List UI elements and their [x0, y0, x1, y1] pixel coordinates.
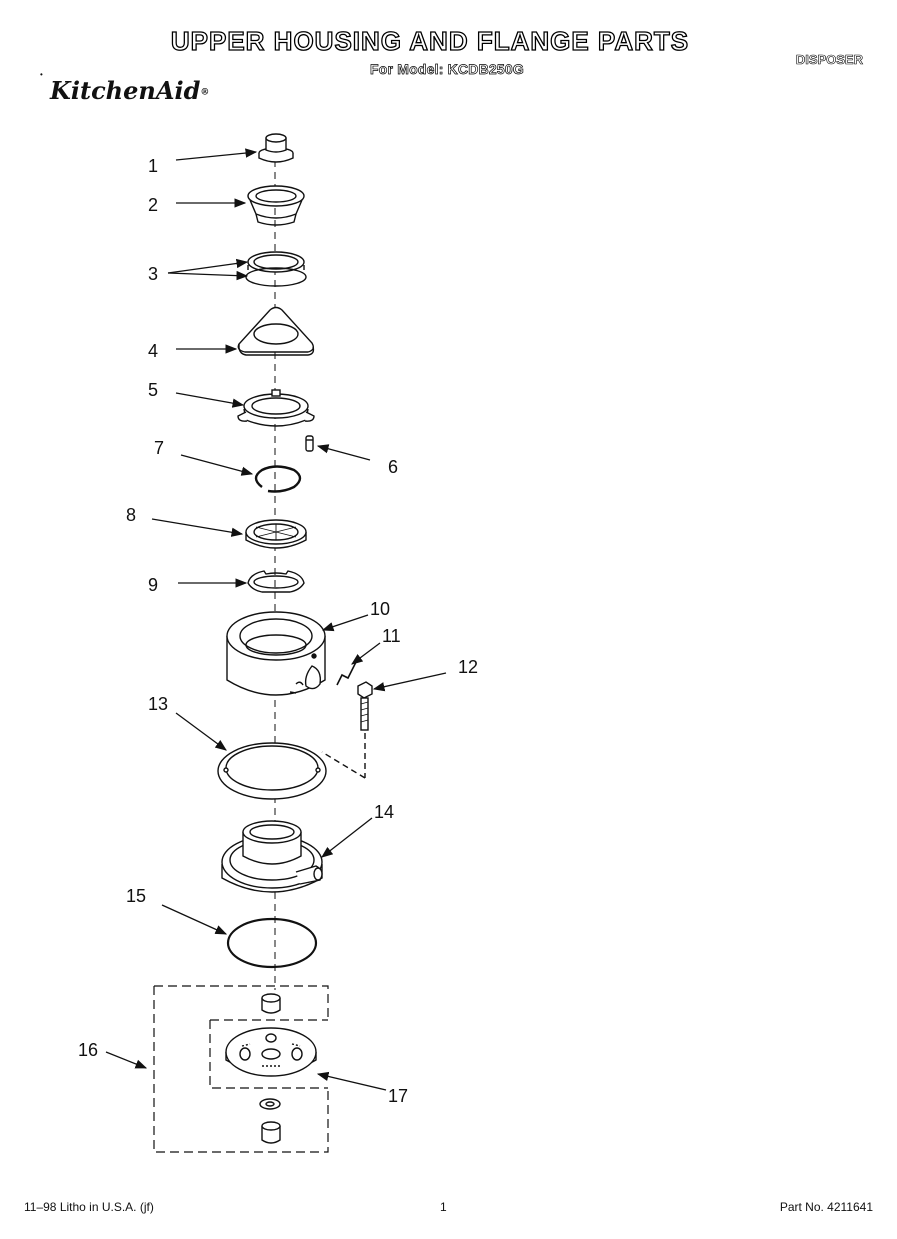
part-16-hub: [261, 993, 281, 1014]
part-10-upper-housing: [226, 611, 326, 696]
leader-10: [321, 614, 369, 632]
leader-8: [151, 518, 244, 537]
part-16-bushing: [261, 1121, 281, 1144]
part-1-stopper: [258, 133, 294, 163]
footer-litho: 11–98 Litho in U.S.A. (jf): [24, 1200, 154, 1214]
logo-mark: •: [40, 70, 43, 79]
callout-14: 14: [374, 802, 394, 822]
footer-part-number: Part No. 4211641: [779, 1200, 873, 1214]
category-label: DISPOSER: [795, 52, 864, 68]
callout-11: 11: [382, 626, 401, 646]
callout-4: 4: [148, 341, 158, 361]
part-16-washer: [259, 1098, 281, 1110]
bolt-alignment-line: [321, 733, 366, 779]
leader-1: [175, 148, 258, 161]
part-15-o-ring: [226, 917, 318, 969]
leader-13: [175, 712, 227, 751]
leader-lines: [105, 148, 447, 1091]
leader-15: [161, 904, 228, 935]
brand-logo-text: KitchenAid: [50, 76, 201, 105]
registered-mark: ®: [200, 87, 210, 98]
callout-9: 9: [148, 575, 158, 595]
callout-1: 1: [148, 156, 158, 176]
part-13-gasket: [217, 742, 327, 800]
leader-16: [105, 1051, 148, 1069]
leader-17: [316, 1071, 387, 1091]
leader-3b: [167, 270, 249, 281]
footer-page-number: 1: [440, 1200, 447, 1214]
part-2-sink-flange: [247, 185, 305, 226]
callout-2: 2: [148, 195, 158, 215]
callout-10: 10: [370, 599, 390, 619]
part-7-snap-ring: [254, 465, 302, 493]
callout-12: 12: [458, 657, 478, 677]
leader-14: [321, 817, 373, 858]
leader-12: [372, 672, 447, 692]
brand-logo: KitchenAid®: [50, 76, 209, 105]
part-16-assembly-box: [153, 985, 329, 1153]
callout-5: 5: [148, 380, 158, 400]
part-12-bolt: [357, 681, 373, 731]
model-subtitle: For Model: KCDB250G: [370, 61, 524, 78]
part-8-splash-baffle: [245, 519, 307, 549]
leader-6: [316, 444, 371, 461]
callout-8: 8: [126, 505, 136, 525]
part-5-mounting-ring: [237, 389, 315, 427]
part-11-clip: [336, 661, 357, 686]
part-4-backup-flange: [237, 306, 315, 356]
part-3-gaskets: [245, 251, 307, 287]
part-14-lower-housing: [221, 820, 323, 893]
callout-6: 6: [388, 457, 398, 477]
part-17-turntable: [225, 1027, 317, 1077]
page-title: UPPER HOUSING AND FLANGE PARTS: [170, 25, 690, 56]
leader-7: [180, 454, 254, 476]
leader-3a: [167, 258, 249, 274]
leader-5: [175, 392, 245, 408]
callout-7: 7: [154, 438, 164, 458]
callout-16: 16: [78, 1040, 98, 1060]
callout-17: 17: [388, 1086, 408, 1106]
part-6-screw: [305, 435, 314, 452]
callout-labels: 1 2 3 4 5 6 7 8 9 10 11 12 13 14 15 16 1…: [78, 156, 478, 1106]
callout-15: 15: [126, 886, 146, 906]
leader-11: [351, 642, 381, 665]
callout-3: 3: [148, 264, 158, 284]
callout-13: 13: [148, 694, 168, 714]
part-9-ring: [247, 570, 305, 593]
